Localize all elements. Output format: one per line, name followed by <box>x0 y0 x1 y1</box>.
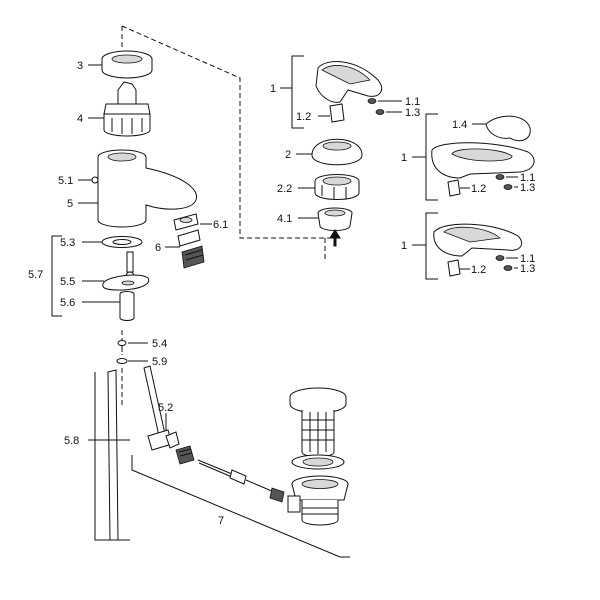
part-7-waste-body <box>287 475 349 526</box>
part-5-2-lever <box>143 365 180 451</box>
bracket-h1 <box>291 55 304 129</box>
bracket-h3 <box>425 212 438 280</box>
part-5-9-o-ring <box>116 358 128 364</box>
label-5-7: 5.7 <box>28 269 43 281</box>
part-5-5-fixing-plate <box>102 251 150 291</box>
label-h1-1: 1 <box>270 83 276 95</box>
part-5-3-washer <box>101 236 143 248</box>
label-5-3: 5.3 <box>60 237 75 249</box>
bracket-5-8 <box>94 372 130 541</box>
label-h1-1-2: 1.2 <box>296 111 311 123</box>
part-h3-screws <box>495 255 513 271</box>
part-7-pop-up-plug <box>289 387 347 458</box>
label-5-2: 5.2 <box>158 402 173 414</box>
label-h2-1-2: 1.2 <box>471 183 486 195</box>
part-4-1-adapter <box>317 207 353 231</box>
arrow-up-icon <box>329 229 341 247</box>
part-3-cap-ring <box>101 50 153 79</box>
label-h2-1-3: 1.3 <box>520 182 535 194</box>
part-5-faucet-body <box>91 149 198 228</box>
label-2-2: 2.2 <box>277 183 292 195</box>
part-h2-handle <box>431 142 535 179</box>
label-h1-1-3: 1.3 <box>405 107 420 119</box>
label-h2-1-4: 1.4 <box>452 119 467 131</box>
label-2: 2 <box>285 149 291 161</box>
label-h1-1-1: 1.1 <box>405 96 420 108</box>
bracket-5-7 <box>51 235 62 317</box>
part-h1-handle <box>315 61 383 103</box>
part-4-cartridge <box>103 81 151 137</box>
part-5-4-screw <box>117 340 127 352</box>
part-2-2-ring <box>314 174 360 200</box>
part-5-6-sleeve-nut <box>119 291 135 321</box>
part-h1-screws <box>367 98 385 115</box>
label-7: 7 <box>218 515 224 527</box>
part-h3-cover <box>447 259 461 277</box>
label-6: 6 <box>155 242 161 254</box>
label-3: 3 <box>77 60 83 72</box>
part-6-aerator <box>173 213 205 269</box>
label-4: 4 <box>77 113 83 125</box>
bracket-7 <box>131 455 350 558</box>
label-5-4: 5.4 <box>152 338 167 350</box>
label-h3-1-3: 1.3 <box>520 263 535 275</box>
label-h3-1-2: 1.2 <box>471 264 486 276</box>
part-h2-cover <box>447 179 461 197</box>
label-5-6: 5.6 <box>60 297 75 309</box>
label-5-5: 5.5 <box>60 276 75 288</box>
label-4-1: 4.1 <box>277 213 292 225</box>
part-2-dome-cap <box>311 138 363 166</box>
part-h2-lever-insert <box>485 115 531 142</box>
part-7-washer <box>291 454 345 470</box>
label-h2-1-1: 1.1 <box>520 172 535 184</box>
label-5: 5 <box>67 198 73 210</box>
label-h3-1: 1 <box>401 240 407 252</box>
label-h3-1-1: 1.1 <box>520 253 535 265</box>
part-7-horizontal-rod <box>175 445 285 503</box>
label-5-1: 5.1 <box>58 175 73 187</box>
label-h2-1: 1 <box>401 152 407 164</box>
part-h2-screws <box>495 174 513 190</box>
label-5-9: 5.9 <box>152 356 167 368</box>
label-6-1: 6.1 <box>213 219 228 231</box>
part-5-8-lift-rod <box>107 369 119 541</box>
part-h3-handle <box>433 223 523 257</box>
label-5-8: 5.8 <box>64 435 79 447</box>
part-h1-cover <box>329 103 345 123</box>
